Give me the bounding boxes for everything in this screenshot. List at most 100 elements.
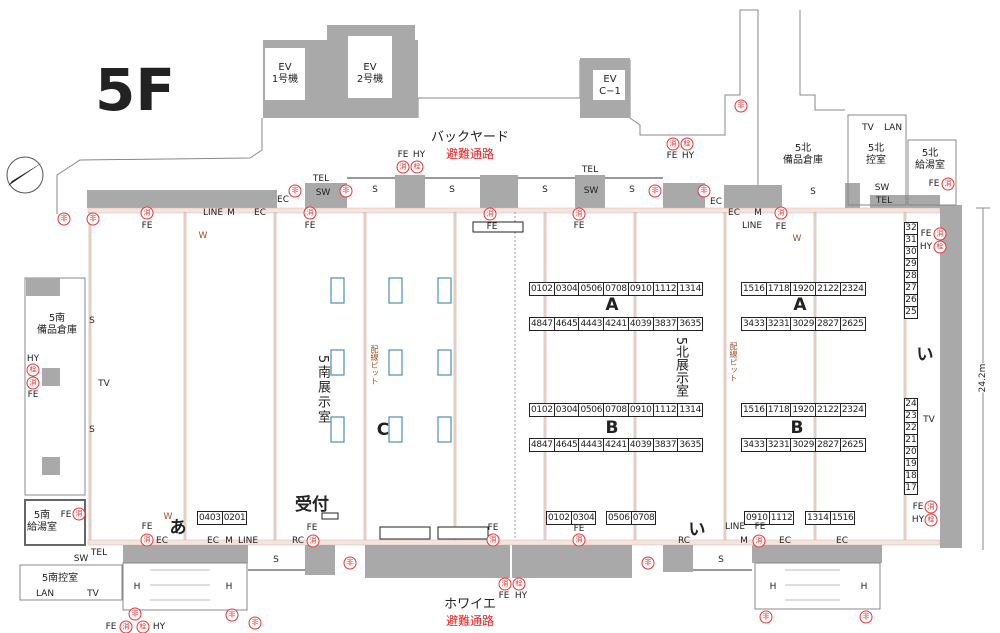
hy-label: HY [26,354,40,364]
fe-label: FE [141,522,153,532]
fe-label: FE [498,591,510,601]
extinguisher-icon: 消 [306,534,320,548]
booth: 1516 [741,403,767,417]
booth: 0708 [603,282,629,296]
booth: 4645 [553,438,580,452]
wiring-pit-south: 配線ピット [370,345,379,385]
extinguisher-icon: 消 [666,137,680,151]
ec-label: EC [254,208,266,218]
extinguisher-icon: 消 [483,207,497,221]
booth: 4847 [529,438,555,452]
fe-label: FE [486,222,498,232]
booth: 2324 [839,403,866,417]
booth: 2827 [815,438,841,452]
w-label: W [792,234,802,244]
booth: 4241 [603,317,629,331]
booth: 0403 [197,511,223,525]
fe-label: FE [775,222,787,232]
booth: 2324 [839,282,866,296]
zone-b-right: B [790,418,804,438]
fe-label: FE [306,523,318,533]
booth: 1516 [829,511,856,525]
hydrant-icon: 栓 [680,137,694,151]
booth: 3433 [741,317,767,331]
booth: 0910 [627,282,654,296]
extinguisher-icon: 消 [140,533,154,547]
booth: 0910 [627,403,654,417]
zone-b-left: B [605,418,619,438]
booth: 1718 [765,403,792,417]
tv-label: TV [98,379,110,389]
ec-label: EC [836,536,848,546]
south-kitchen: 5南 給湯室 [27,510,57,533]
extinguisher-icon: 消 [774,206,788,220]
exit-icon: 非 [648,184,662,198]
rc-label: RC [291,536,305,546]
booth: 0102 [529,282,555,296]
fe-label: FE [487,523,499,533]
line-label: LINE [741,221,763,231]
fe-label: FE [105,622,117,632]
tv-label: TV [87,589,99,599]
booth: 1718 [765,282,792,296]
booth: 32 [904,222,918,235]
north-kitchen: 5北 給湯室 [915,148,945,171]
booth: 2122 [815,403,841,417]
hy-label: HY [919,242,933,252]
hy-label: HY [514,591,528,601]
booth: 4443 [578,438,605,452]
h-label: H [225,582,233,592]
north-storage: 5北 備品倉庫 [783,143,823,166]
ec-label: EC [277,195,289,205]
south-storage: 5南 備品倉庫 [37,313,77,336]
ec-label: EC [207,536,219,546]
wiring-pit-north: 配線ピット [729,342,738,382]
extinguisher-icon: 消 [303,206,317,220]
s-label: S [372,185,378,195]
elevator-2: EV 2号機 [356,62,384,85]
zone-i-bottom: い [688,520,706,540]
booth: 3029 [790,438,817,452]
extinguisher-icon: 消 [26,376,40,390]
fe-label: FE [27,390,39,400]
extinguisher-icon: 消 [396,160,410,174]
hydrant-icon: 栓 [924,513,938,527]
tel-label: TEL [875,196,893,206]
booth: 0102 [546,511,572,525]
booth: 3635 [677,438,704,452]
extinguisher-icon: 消 [572,533,586,547]
hydrant-icon: 栓 [136,620,150,633]
hy-label: HY [412,150,426,160]
tv-label: TV [923,415,935,425]
hy-label: HY [681,151,695,161]
fe-label: FE [928,179,940,189]
north-control-room: 5北 控室 [866,143,886,166]
zone-a-left: A [605,295,619,315]
sw-label: SW [73,554,89,564]
line-label: LINE [202,208,224,218]
booth: 1314 [805,511,831,525]
north-hall-label: 5北展示室 [673,336,688,398]
fe-label: FE [573,524,585,534]
hydrant-icon: 栓 [512,577,526,591]
exit-icon: 非 [248,616,262,630]
zone-c: C [376,420,390,440]
booth: 0708 [630,511,657,525]
booth: 3231 [765,317,792,331]
booth: 3635 [677,317,704,331]
booth: 4039 [627,317,654,331]
booth: 0708 [603,403,629,417]
extinguisher-icon: 消 [941,177,955,191]
booth: 0506 [578,282,605,296]
s-label: S [89,316,95,326]
booth: 2625 [839,317,866,331]
floor-title: 5F [95,56,175,124]
reception-label: 受付 [295,495,329,515]
hy-label: HY [911,515,925,525]
